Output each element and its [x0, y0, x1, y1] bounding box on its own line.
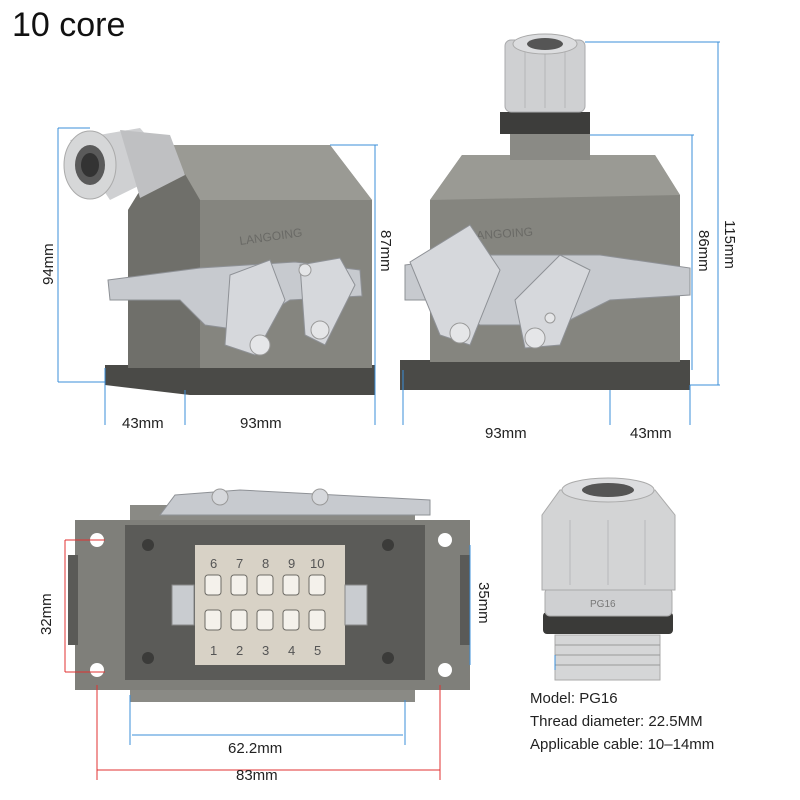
dim-face-width-inner: 62.2mm [228, 740, 283, 757]
dim-face-height-left: 32mm [38, 593, 55, 635]
dim-right-width-b: 43mm [630, 425, 672, 442]
dim-right-height-total: 115mm [721, 220, 738, 269]
left-connector-hood: LANGOING [63, 128, 375, 395]
pin-label-8: 8 [262, 556, 269, 571]
pin-label-2: 2 [236, 643, 243, 658]
right-connector-hood: LANGOING [400, 33, 691, 390]
gland-cable: Applicable cable: 10–14mm [530, 736, 715, 753]
dim-right-width-a: 93mm [485, 425, 527, 442]
left-cable-gland [63, 128, 185, 200]
pin-label-1: 1 [210, 643, 217, 658]
pin-label-5: 5 [314, 643, 321, 658]
connector-face-view: 6 7 8 9 10 1 2 3 4 5 [68, 488, 470, 702]
brand-mark-right: LANGOING [469, 225, 533, 243]
gland-marking: PG16 [590, 599, 616, 610]
pin-label-3: 3 [262, 643, 269, 658]
right-cable-gland [504, 33, 586, 113]
pin-label-6: 6 [210, 556, 217, 571]
pin-label-7: 7 [236, 556, 243, 571]
dim-face-height-right: 35mm [475, 582, 492, 624]
pin-label-9: 9 [288, 556, 295, 571]
red-dimension-lines [64, 539, 441, 780]
pin-label-4: 4 [288, 643, 295, 658]
pin-holes [204, 574, 326, 631]
dim-left-width-a: 43mm [122, 415, 164, 432]
pg16-gland: PG16 [541, 477, 676, 681]
dim-left-width-b: 93mm [240, 415, 282, 432]
gland-model: Model: PG16 [530, 690, 618, 707]
gland-thread: Thread diameter: 22.5MM [530, 713, 703, 730]
dim-left-height-inner: 87mm [377, 230, 394, 272]
page-title: 10 core [12, 6, 126, 44]
dim-face-width-outer: 83mm [236, 767, 278, 784]
dim-left-height-outer: 94mm [40, 243, 57, 285]
dimension-lines [57, 41, 720, 745]
dim-right-height-housing: 86mm [695, 230, 712, 272]
pin-label-10: 10 [310, 556, 324, 571]
